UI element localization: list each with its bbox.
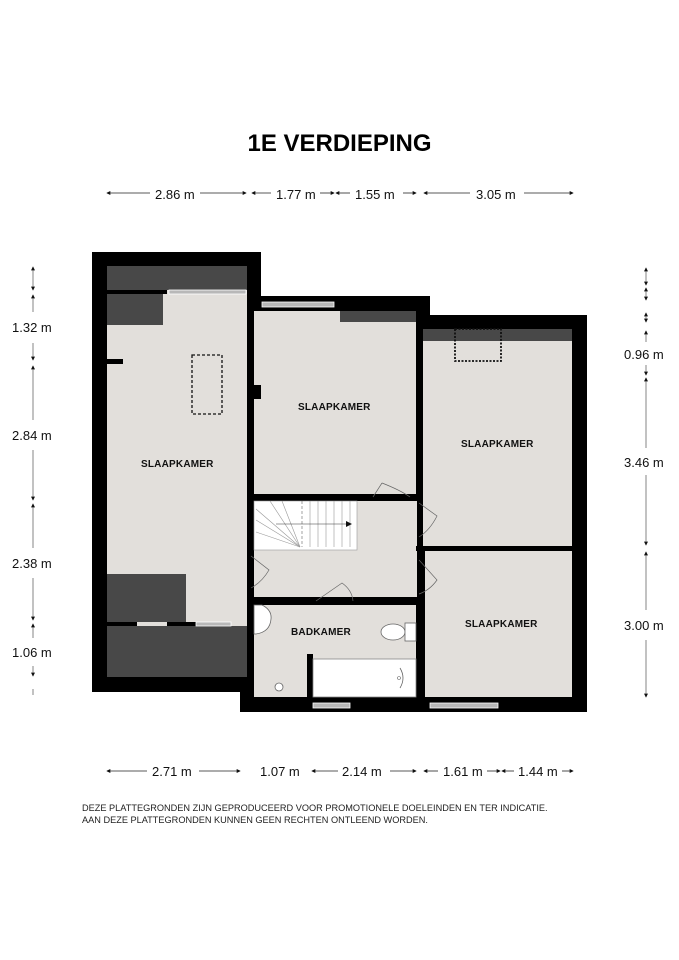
dim-bottom-1: 2.71 m xyxy=(152,764,192,779)
dim-bottom-4: 1.61 m xyxy=(443,764,483,779)
dim-bottom-3: 2.14 m xyxy=(342,764,382,779)
disclaimer: DEZE PLATTEGRONDEN ZIJN GEPRODUCEERD VOO… xyxy=(82,803,548,826)
washbasin xyxy=(274,682,284,692)
dim-left-3: 2.38 m xyxy=(12,556,52,571)
doors xyxy=(250,482,438,602)
room-floors xyxy=(107,266,572,697)
bathtub xyxy=(312,658,417,698)
dim-top-2: 1.77 m xyxy=(276,187,316,202)
staircase xyxy=(253,500,358,551)
dim-bottom-2: 1.07 m xyxy=(260,764,300,779)
dim-left-1: 1.32 m xyxy=(12,320,52,335)
windows xyxy=(168,289,499,709)
dim-right-2: 3.46 m xyxy=(624,455,664,470)
low-ceiling-zones xyxy=(107,266,572,677)
dim-top-4: 3.05 m xyxy=(476,187,516,202)
skylight xyxy=(191,354,223,415)
disclaimer-line-1: DEZE PLATTEGRONDEN ZIJN GEPRODUCEERD VOO… xyxy=(82,803,548,813)
dim-bottom-5: 1.44 m xyxy=(518,764,558,779)
room-label-slaapkamer-right-bottom: SLAAPKAMER xyxy=(465,619,538,630)
disclaimer-line-2: AAN DEZE PLATTEGRONDEN KUNNEN GEEN RECHT… xyxy=(82,814,428,825)
dim-right-3: 3.00 m xyxy=(624,618,664,633)
room-label-slaapkamer-middle: SLAAPKAMER xyxy=(298,402,371,413)
dim-left-4: 1.06 m xyxy=(12,645,52,660)
dim-top-3: 1.55 m xyxy=(355,187,395,202)
skylight xyxy=(454,328,502,362)
dim-right-1: 0.96 m xyxy=(624,347,664,362)
sink xyxy=(253,604,272,635)
room-label-slaapkamer-right-top: SLAAPKAMER xyxy=(461,439,534,450)
room-label-slaapkamer-left: SLAAPKAMER xyxy=(141,459,214,470)
room-label-badkamer: BADKAMER xyxy=(291,627,351,638)
toilet xyxy=(380,622,417,642)
floor-title: 1E VERDIEPING xyxy=(247,130,432,157)
dim-left-2: 2.84 m xyxy=(12,428,52,443)
dim-top-1: 2.86 m xyxy=(155,187,195,202)
interior-walls xyxy=(107,290,572,697)
